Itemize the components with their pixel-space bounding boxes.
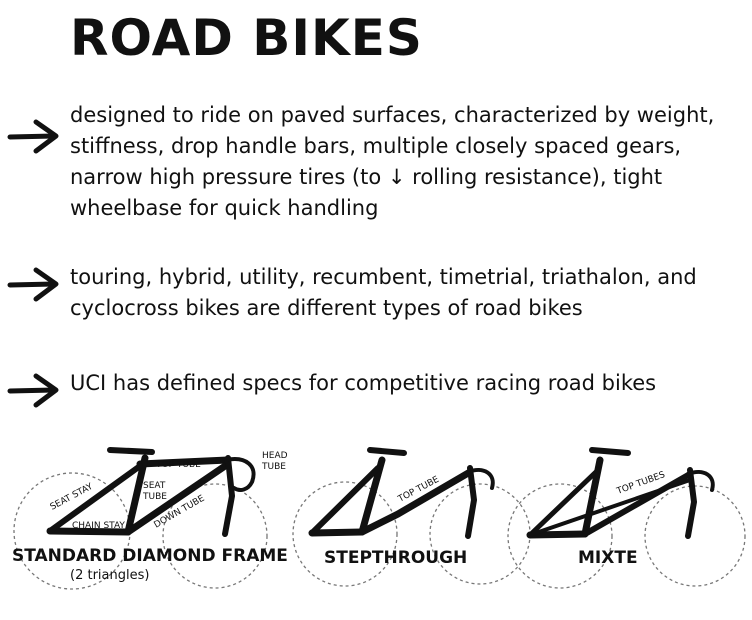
front-wheel-outline [429, 483, 531, 585]
label-head-tube-2: TUBE [261, 462, 286, 472]
rear-wheel-outline [292, 481, 398, 587]
stepthrough-caption: STEPTHROUGH [324, 548, 468, 568]
label-seat-stay: SEAT STAY [49, 482, 95, 513]
label-head-tube: HEAD [262, 451, 288, 461]
mixte-caption: MIXTE [578, 548, 638, 568]
standard-frame-subcaption: (2 triangles) [70, 568, 150, 583]
label-seat-tube-2: TUBE [142, 492, 167, 502]
rear-wheel-outline [507, 483, 613, 589]
bike-frame-diagrams: TOP TUBE HEAD TUBE SEAT TUBE SEAT STAY C… [0, 436, 752, 620]
arrow-right-icon [7, 373, 59, 408]
bullet-text: designed to ride on paved surfaces, char… [70, 103, 715, 220]
standard-frame-caption: STANDARD DIAMOND FRAME [12, 546, 288, 566]
standard-frame [46, 447, 256, 537]
arrow-right-icon [7, 267, 59, 302]
bike-frames-drawing: TOP TUBE HEAD TUBE SEAT TUBE SEAT STAY C… [13, 447, 746, 590]
front-wheel-outline [162, 483, 268, 589]
label-seat-tube: SEAT [143, 481, 166, 491]
bullet-text: UCI has defined specs for competitive ra… [70, 371, 657, 395]
stepthrough-frame [308, 447, 495, 539]
mixte-frame [526, 447, 715, 539]
bullet-text: touring, hybrid, utility, recumbent, tim… [70, 265, 697, 320]
arrow-right-icon [7, 119, 59, 154]
label-top-tube: TOP TUBE [155, 460, 201, 470]
label-chain-stay: CHAIN STAY [72, 521, 125, 531]
page-title: ROAD BIKES [70, 9, 423, 67]
